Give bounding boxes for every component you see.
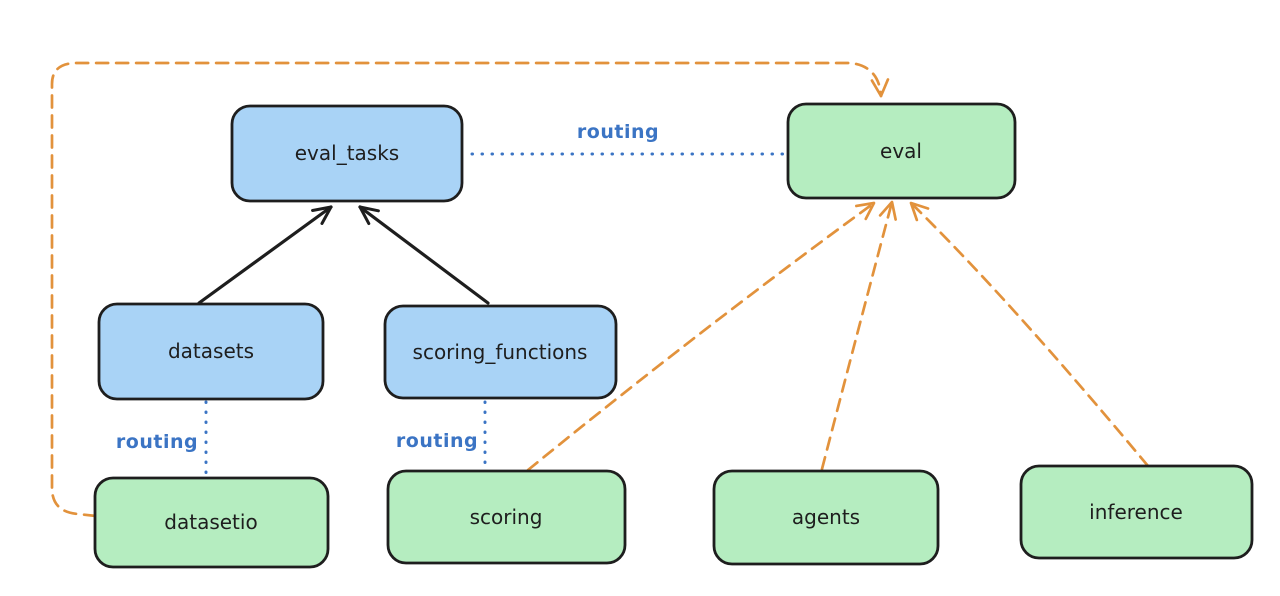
node-inference-label: inference	[1089, 500, 1183, 524]
node-scoring-box	[386, 469, 627, 565]
node-eval: eval	[786, 102, 1017, 200]
node-eval-tasks: eval_tasks	[230, 104, 464, 203]
node-scoring-functions-label: scoring_functions	[413, 340, 588, 364]
node-scoring-functions: scoring_functions	[383, 304, 618, 400]
edge-inference-to-eval-arrow	[909, 201, 1150, 468]
routing-label-scoring: routing	[396, 430, 478, 452]
node-scoring: scoring	[386, 469, 627, 565]
node-datasetio-box	[93, 476, 330, 569]
node-eval-label: eval	[880, 139, 922, 163]
node-datasetio-label: datasetio	[164, 510, 257, 534]
node-inference: inference	[1019, 464, 1254, 560]
node-scoring-functions-box	[383, 304, 618, 400]
node-agents-box	[712, 469, 940, 566]
edge-scoring-to-eval-arrow	[526, 201, 876, 472]
node-scoring-label: scoring	[470, 505, 543, 529]
node-eval-tasks-box	[230, 104, 464, 203]
routing-label-top: routing	[577, 121, 659, 143]
node-agents-label: agents	[792, 505, 860, 529]
edge-datasetio-to-eval-arrow	[50, 61, 890, 518]
node-eval-tasks-label: eval_tasks	[295, 141, 399, 165]
node-datasetio: datasetio	[93, 476, 330, 569]
node-datasets-box	[97, 302, 325, 401]
node-datasets: datasets	[97, 302, 325, 401]
edge-scoring-functions-to-eval-tasks-arrow	[358, 205, 490, 305]
edge-agents-to-eval-arrow	[820, 200, 897, 471]
node-datasets-label: datasets	[168, 339, 254, 363]
node-inference-box	[1019, 464, 1254, 560]
node-eval-box	[786, 102, 1017, 200]
node-agents: agents	[712, 469, 940, 566]
edge-datasets-to-eval-tasks-arrow	[197, 205, 333, 305]
routing-label-datasets: routing	[116, 431, 198, 453]
